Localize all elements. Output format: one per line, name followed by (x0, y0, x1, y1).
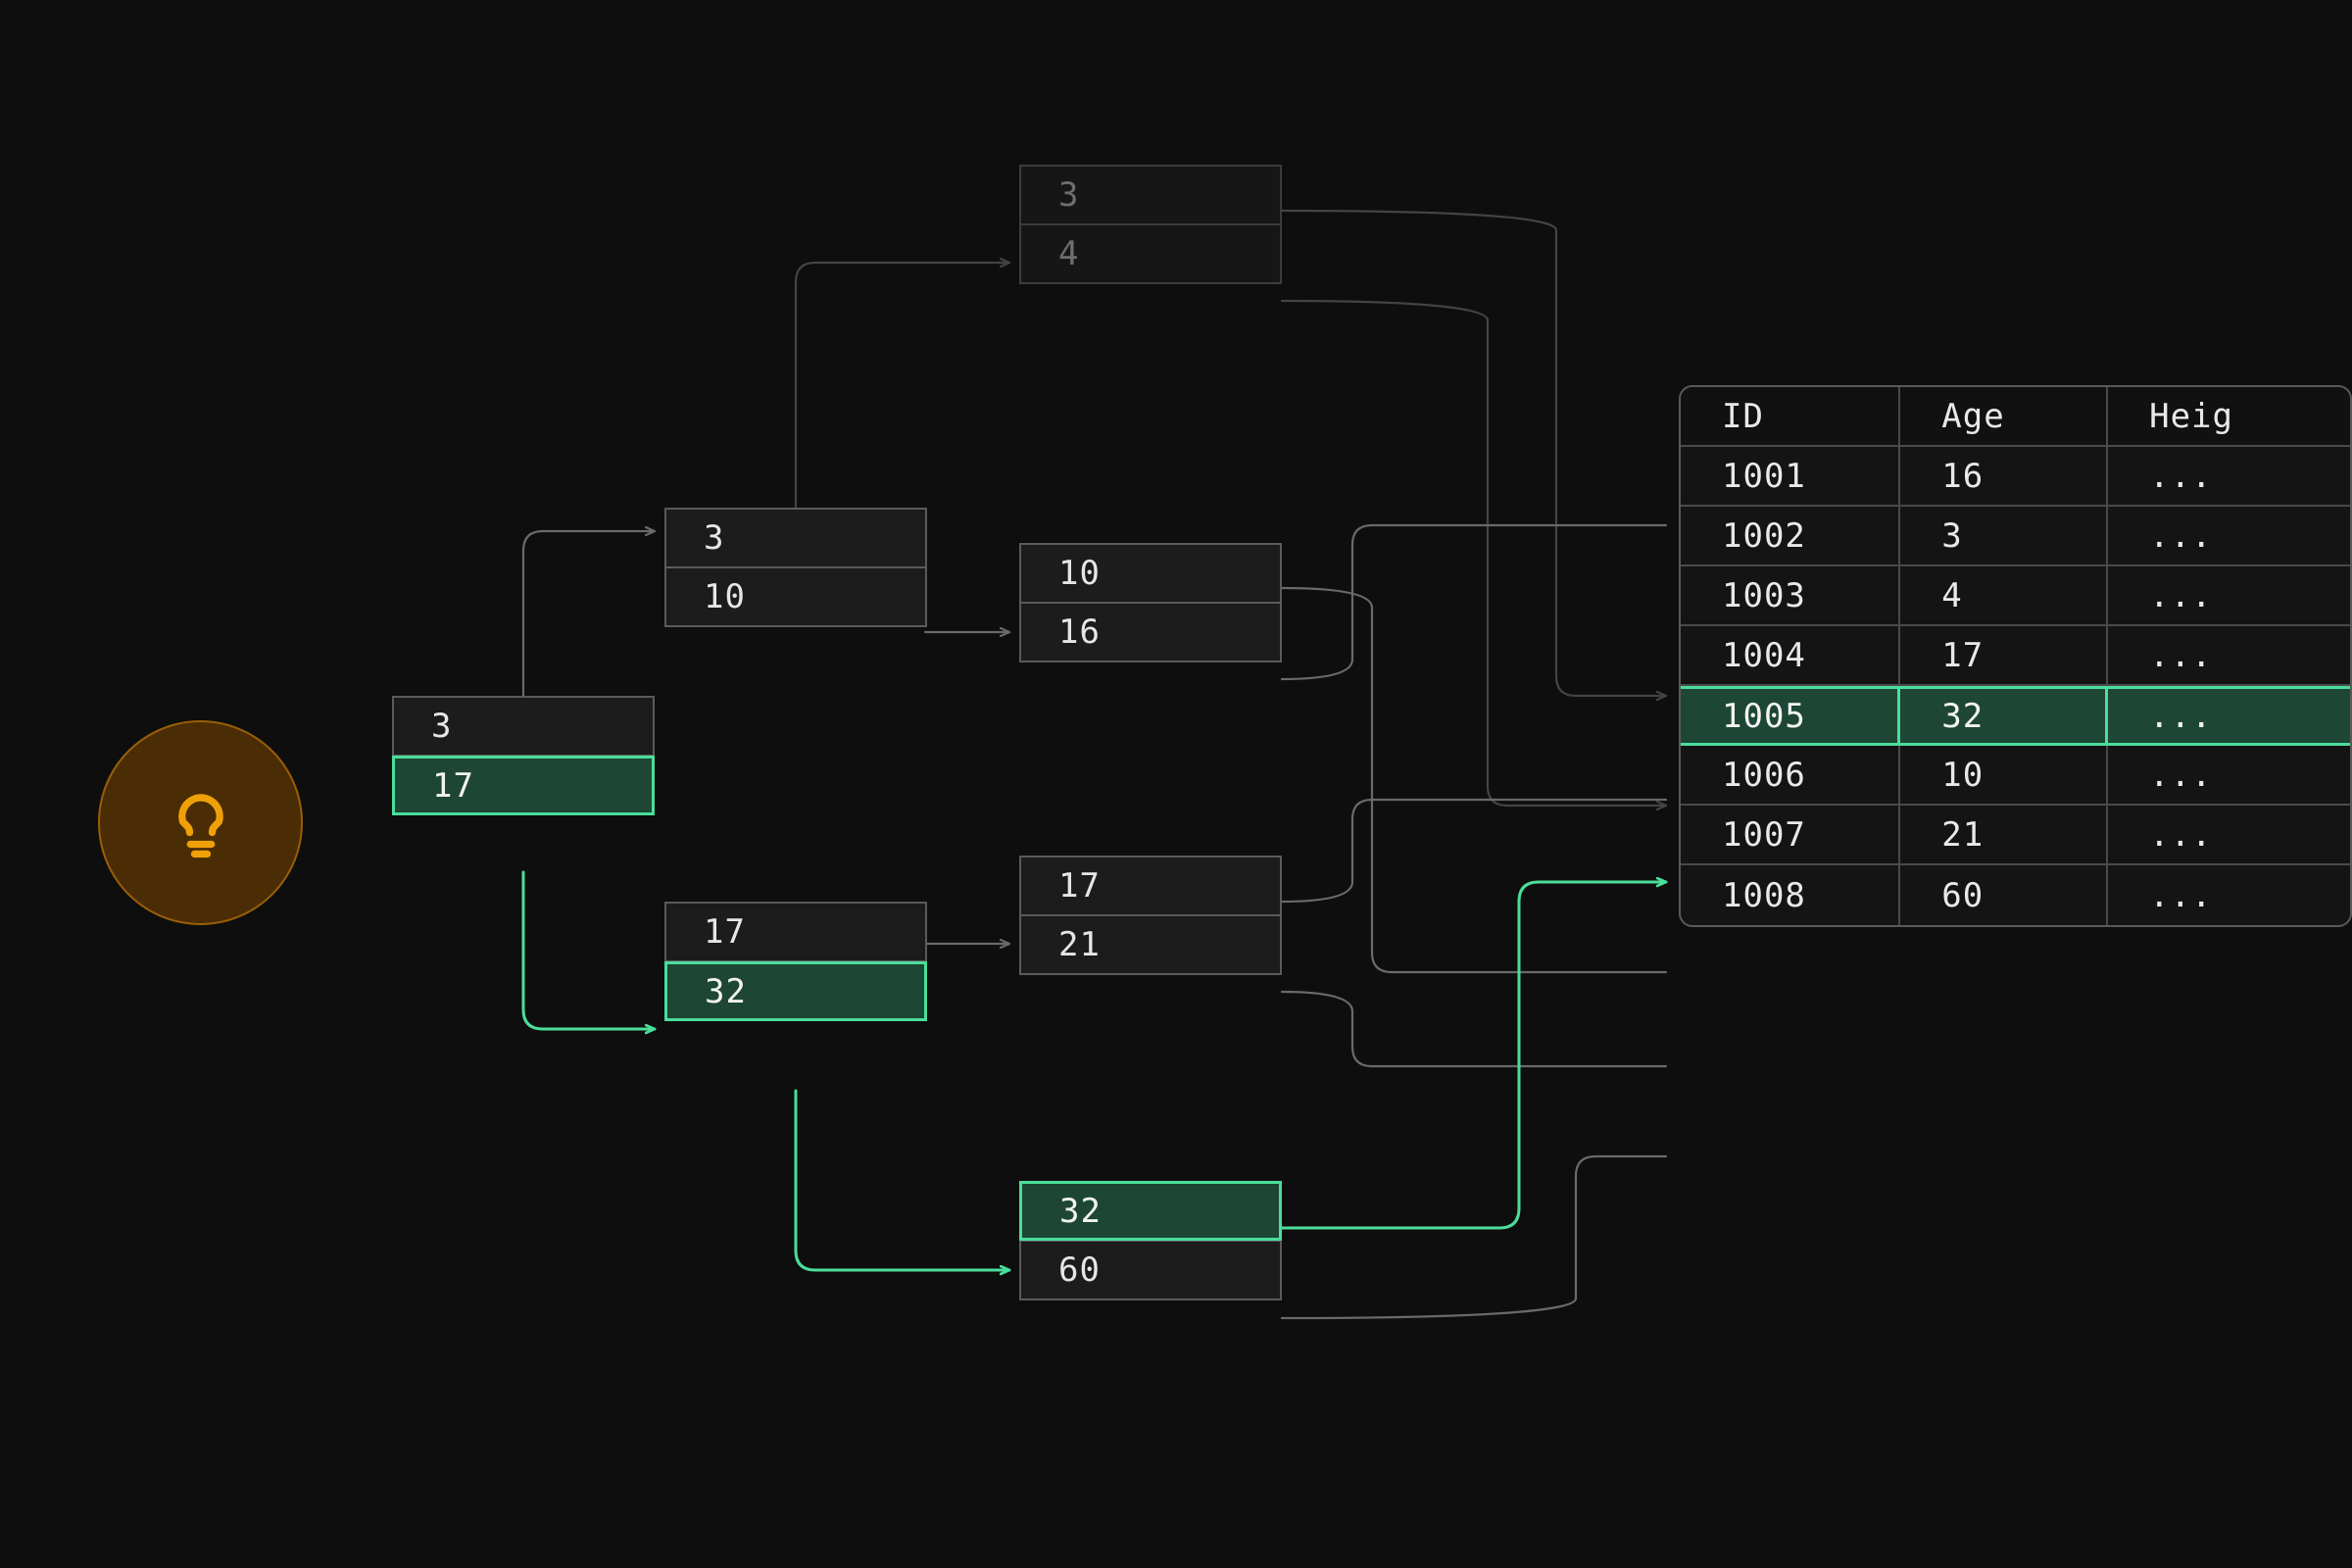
internal-node-lower[interactable]: 17 32 (664, 902, 927, 1021)
cell-id: 1002 (1681, 507, 1901, 566)
root-cell-1[interactable]: 17 (392, 756, 655, 815)
cell-id: 1006 (1681, 746, 1901, 806)
lightbulb-icon (177, 793, 223, 858)
internal-upper-cell-1[interactable]: 10 (664, 567, 927, 627)
cell-height: ... (2108, 686, 2350, 746)
column-header-age[interactable]: Age (1900, 387, 2109, 447)
wire-leaf-17-to-row-1004 (1280, 798, 1668, 904)
cell-id: 1005 (1681, 686, 1901, 746)
leaf4-cell-0-value: 32 (1059, 1191, 1102, 1231)
leaf1-cell-1[interactable]: 4 (1019, 224, 1282, 284)
wire-leaf-4-to-row-1003 (1280, 299, 1668, 806)
wire-leaf-60-to-row-1008 (1280, 1154, 1668, 1320)
cell-age: 60 (1900, 865, 2109, 925)
leaf3-cell-0-value: 17 (1058, 866, 1101, 906)
cell-age: 4 (1900, 566, 2109, 626)
leaf3-cell-0[interactable]: 17 (1019, 856, 1282, 915)
cell-age: 16 (1900, 447, 2109, 507)
cell-height: ... (2108, 566, 2350, 626)
wire-leaf-32-to-row-1005 (1280, 882, 1668, 1230)
wire-root3-to-internal-upper (521, 531, 657, 698)
leaf-node-3[interactable]: 17 21 (1019, 856, 1282, 975)
cell-height: ... (2108, 806, 2350, 865)
wire-leaf-3-to-row-1002 (1280, 209, 1668, 696)
internal-lower-cell-1[interactable]: 32 (664, 961, 927, 1021)
cell-age: 32 (1900, 686, 2109, 746)
leaf-node-4[interactable]: 32 60 (1019, 1181, 1282, 1300)
leaf2-cell-1-value: 16 (1058, 612, 1101, 652)
cell-height: ... (2108, 626, 2350, 686)
root-node[interactable]: 3 17 (392, 696, 655, 815)
wire-leaf-16-to-row-1001 (1280, 523, 1668, 681)
root-cell-0[interactable]: 3 (392, 696, 655, 756)
wire-leaf-10-to-row-1006 (1280, 586, 1668, 974)
leaf4-cell-1[interactable]: 60 (1019, 1241, 1282, 1300)
cell-id: 1003 (1681, 566, 1901, 626)
table-header-row: ID Age Heig (1681, 387, 2350, 447)
cell-id: 1007 (1681, 806, 1901, 865)
internal-lower-cell-0[interactable]: 17 (664, 902, 927, 961)
leaf3-cell-1[interactable]: 21 (1019, 915, 1282, 975)
internal-node-upper[interactable]: 3 10 (664, 508, 927, 627)
leaf2-cell-0-value: 10 (1058, 554, 1101, 593)
internal-upper-cell-0[interactable]: 3 (664, 508, 927, 567)
wire-internal3-to-leaf1 (794, 263, 1011, 510)
leaf1-cell-1-value: 4 (1058, 234, 1080, 273)
leaf2-cell-0[interactable]: 10 (1019, 543, 1282, 603)
internal-lower-cell-1-value: 32 (705, 971, 747, 1011)
cell-id: 1004 (1681, 626, 1901, 686)
leaf3-cell-1-value: 21 (1058, 925, 1101, 964)
cell-age: 17 (1900, 626, 2109, 686)
leaf4-cell-0[interactable]: 32 (1019, 1181, 1282, 1241)
leaf-node-2[interactable]: 10 16 (1019, 543, 1282, 662)
cell-age: 10 (1900, 746, 2109, 806)
internal-lower-cell-0-value: 17 (704, 912, 746, 952)
leaf2-cell-1[interactable]: 16 (1019, 603, 1282, 662)
column-header-height[interactable]: Heig (2108, 387, 2350, 447)
cell-age: 21 (1900, 806, 2109, 865)
cell-age: 3 (1900, 507, 2109, 566)
cell-height: ... (2108, 746, 2350, 806)
leaf-node-1[interactable]: 3 4 (1019, 165, 1282, 284)
leaf1-cell-0[interactable]: 3 (1019, 165, 1282, 224)
cell-height: ... (2149, 875, 2213, 915)
wire-internal32-to-leaf4 (794, 1089, 1011, 1270)
cell-id: 1008 (1681, 865, 1901, 925)
internal-upper-cell-1-value: 10 (704, 577, 746, 616)
wire-leaf-21-to-row-1007 (1280, 990, 1668, 1068)
cell-height: ... (2108, 507, 2350, 566)
cell-height: ... (2108, 447, 2350, 507)
root-cell-0-value: 3 (431, 707, 453, 746)
lightbulb-badge (98, 720, 303, 925)
internal-upper-cell-0-value: 3 (704, 518, 725, 558)
wire-root17-to-internal-lower (521, 870, 657, 1029)
cell-id: 1001 (1681, 447, 1901, 507)
root-cell-1-value: 17 (432, 765, 474, 806)
leaf4-cell-1-value: 60 (1058, 1250, 1101, 1290)
column-header-id[interactable]: ID (1681, 387, 1901, 447)
leaf1-cell-0-value: 3 (1058, 175, 1080, 215)
